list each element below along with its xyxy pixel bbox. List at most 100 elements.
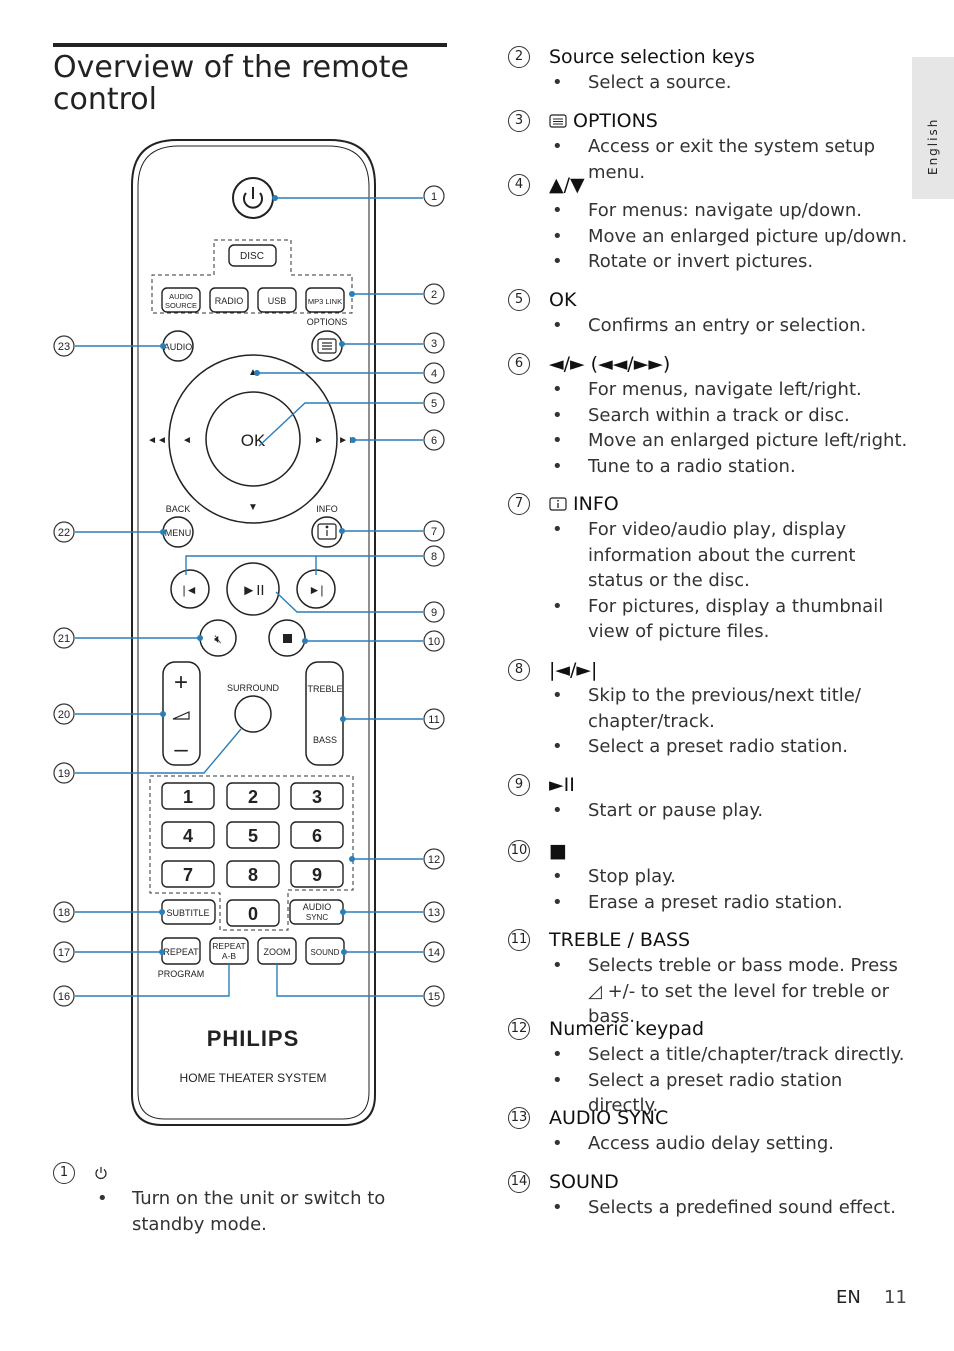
- callout-circle: [423, 283, 445, 305]
- remote-illustration: DISC AUDIO SOURCE RADIO USB MP3 LINK OPT…: [53, 139, 445, 1126]
- item-label: ■: [549, 840, 567, 862]
- page-title: Overview of the remote control: [53, 50, 409, 117]
- program-caption: PROGRAM: [158, 969, 205, 979]
- item-label: |◄/►|: [549, 659, 598, 681]
- item-number: 3: [508, 110, 530, 132]
- callout-number: 12: [428, 854, 440, 866]
- digit-button: [161, 782, 215, 810]
- item-number: 9: [508, 774, 530, 796]
- callout-circle: [423, 848, 445, 870]
- treble-label: TREBLE: [307, 684, 342, 694]
- ok-label: OK: [241, 431, 266, 450]
- item-label-text: OPTIONS: [573, 110, 658, 132]
- item-label: SOUND: [549, 1171, 619, 1193]
- language-tab-label: English: [926, 117, 940, 175]
- item-bullet: Move an enlarged picture up/down.: [508, 224, 912, 250]
- power-icon: [94, 1161, 108, 1187]
- digit-label: 3: [312, 787, 322, 807]
- item-7: 7INFOFor video/audio play, display infor…: [508, 491, 912, 645]
- repeat-ab-label-1: REPEAT: [212, 941, 245, 951]
- radio-label: RADIO: [215, 296, 244, 306]
- audio-source-label-2: SOURCE: [165, 301, 197, 310]
- item-5: 5OKConfirms an entry or selection.: [508, 287, 912, 339]
- item-number: 4: [508, 174, 530, 196]
- item-bullet: Stop play.: [508, 864, 912, 890]
- callout-number: 11: [428, 714, 439, 726]
- item-bullet: Select a source.: [508, 70, 912, 96]
- mp3link-button: [305, 287, 345, 313]
- item-4: 4▲/▼For menus: navigate up/down.Move an …: [508, 172, 912, 275]
- callout-circle: [53, 901, 75, 923]
- callout-number: 8: [431, 551, 437, 563]
- callout-number: 14: [428, 947, 440, 959]
- disc-button: [228, 244, 277, 267]
- item-bullet: For video/audio play, display informatio…: [508, 517, 912, 594]
- item-number: 2: [508, 46, 530, 68]
- digit-button: [226, 860, 280, 888]
- callout-number: 20: [58, 709, 70, 721]
- callout-circle: [423, 985, 445, 1007]
- callout-circle: [423, 901, 445, 923]
- item-number: 11: [508, 929, 530, 951]
- sound-label: SOUND: [311, 948, 340, 957]
- callout-number: 17: [58, 947, 70, 959]
- digit-button: [290, 860, 344, 888]
- zoom-label: ZOOM: [264, 947, 291, 957]
- item-heading: 10 ■: [508, 838, 912, 864]
- item-6: 6◄/► (◄◄/►►)For menus, navigate left/rig…: [508, 351, 912, 479]
- digit-button: [290, 782, 344, 810]
- item-bullet: Search within a track or disc.: [508, 403, 912, 429]
- keypad-outline: [149, 775, 354, 931]
- item-10: 10 ■Stop play.Erase a preset radio statio…: [508, 838, 912, 915]
- digit-label: 2: [248, 787, 258, 807]
- fastforward-icon: ►►: [338, 435, 358, 446]
- source-keys-outline: [151, 239, 353, 314]
- callout-circle: [423, 362, 445, 384]
- item-number: 10: [508, 840, 530, 862]
- callout-number: 21: [58, 633, 70, 645]
- digit-label: 9: [312, 865, 322, 885]
- item-bullet: Select a preset radio station.: [508, 734, 912, 760]
- callout-circle: [423, 630, 445, 652]
- brand-logo: PHILIPS: [207, 1026, 300, 1051]
- callout-number: 1: [431, 191, 437, 203]
- callout-number: 4: [431, 368, 437, 380]
- digit-label: 0: [248, 904, 258, 924]
- item-heading: 3 OPTIONS: [508, 108, 912, 134]
- callout-circle: [423, 708, 445, 730]
- usb-label: USB: [268, 296, 287, 306]
- callout-circle: [423, 429, 445, 451]
- callout-circle: [423, 185, 445, 207]
- item-label: OPTIONS: [549, 108, 658, 135]
- item-bullet: Tune to a radio station.: [508, 454, 912, 480]
- digit-button: [161, 860, 215, 888]
- item-number: 6: [508, 353, 530, 375]
- rewind-icon: ◄◄: [147, 435, 167, 446]
- play-pause-icon: ►II: [241, 582, 264, 599]
- item-number: 13: [508, 1107, 530, 1129]
- callout-circle: [53, 335, 75, 357]
- item-bullet: Select a title/chapter/track directly.: [508, 1042, 912, 1068]
- stop-icon: [283, 634, 292, 643]
- item-bullet: Skip to the previous/next title/ chapter…: [508, 683, 912, 734]
- digit-button: [161, 821, 215, 849]
- digit-button: [226, 899, 280, 927]
- audio-source-button: [161, 287, 201, 313]
- callout-circle: [53, 521, 75, 543]
- right-arrow-icon: ►: [314, 435, 324, 446]
- item-bullet: Erase a preset radio station.: [508, 890, 912, 916]
- item-3: 3OPTIONSAccess or exit the system setup …: [508, 108, 912, 185]
- item-bullet: Rotate or invert pictures.: [508, 249, 912, 275]
- digit-label: 6: [312, 826, 322, 846]
- item-bullet: Access audio delay setting.: [508, 1131, 912, 1157]
- callout-number: 22: [58, 527, 70, 539]
- item-heading: 9►II: [508, 772, 912, 798]
- item-label-text: INFO: [573, 493, 619, 515]
